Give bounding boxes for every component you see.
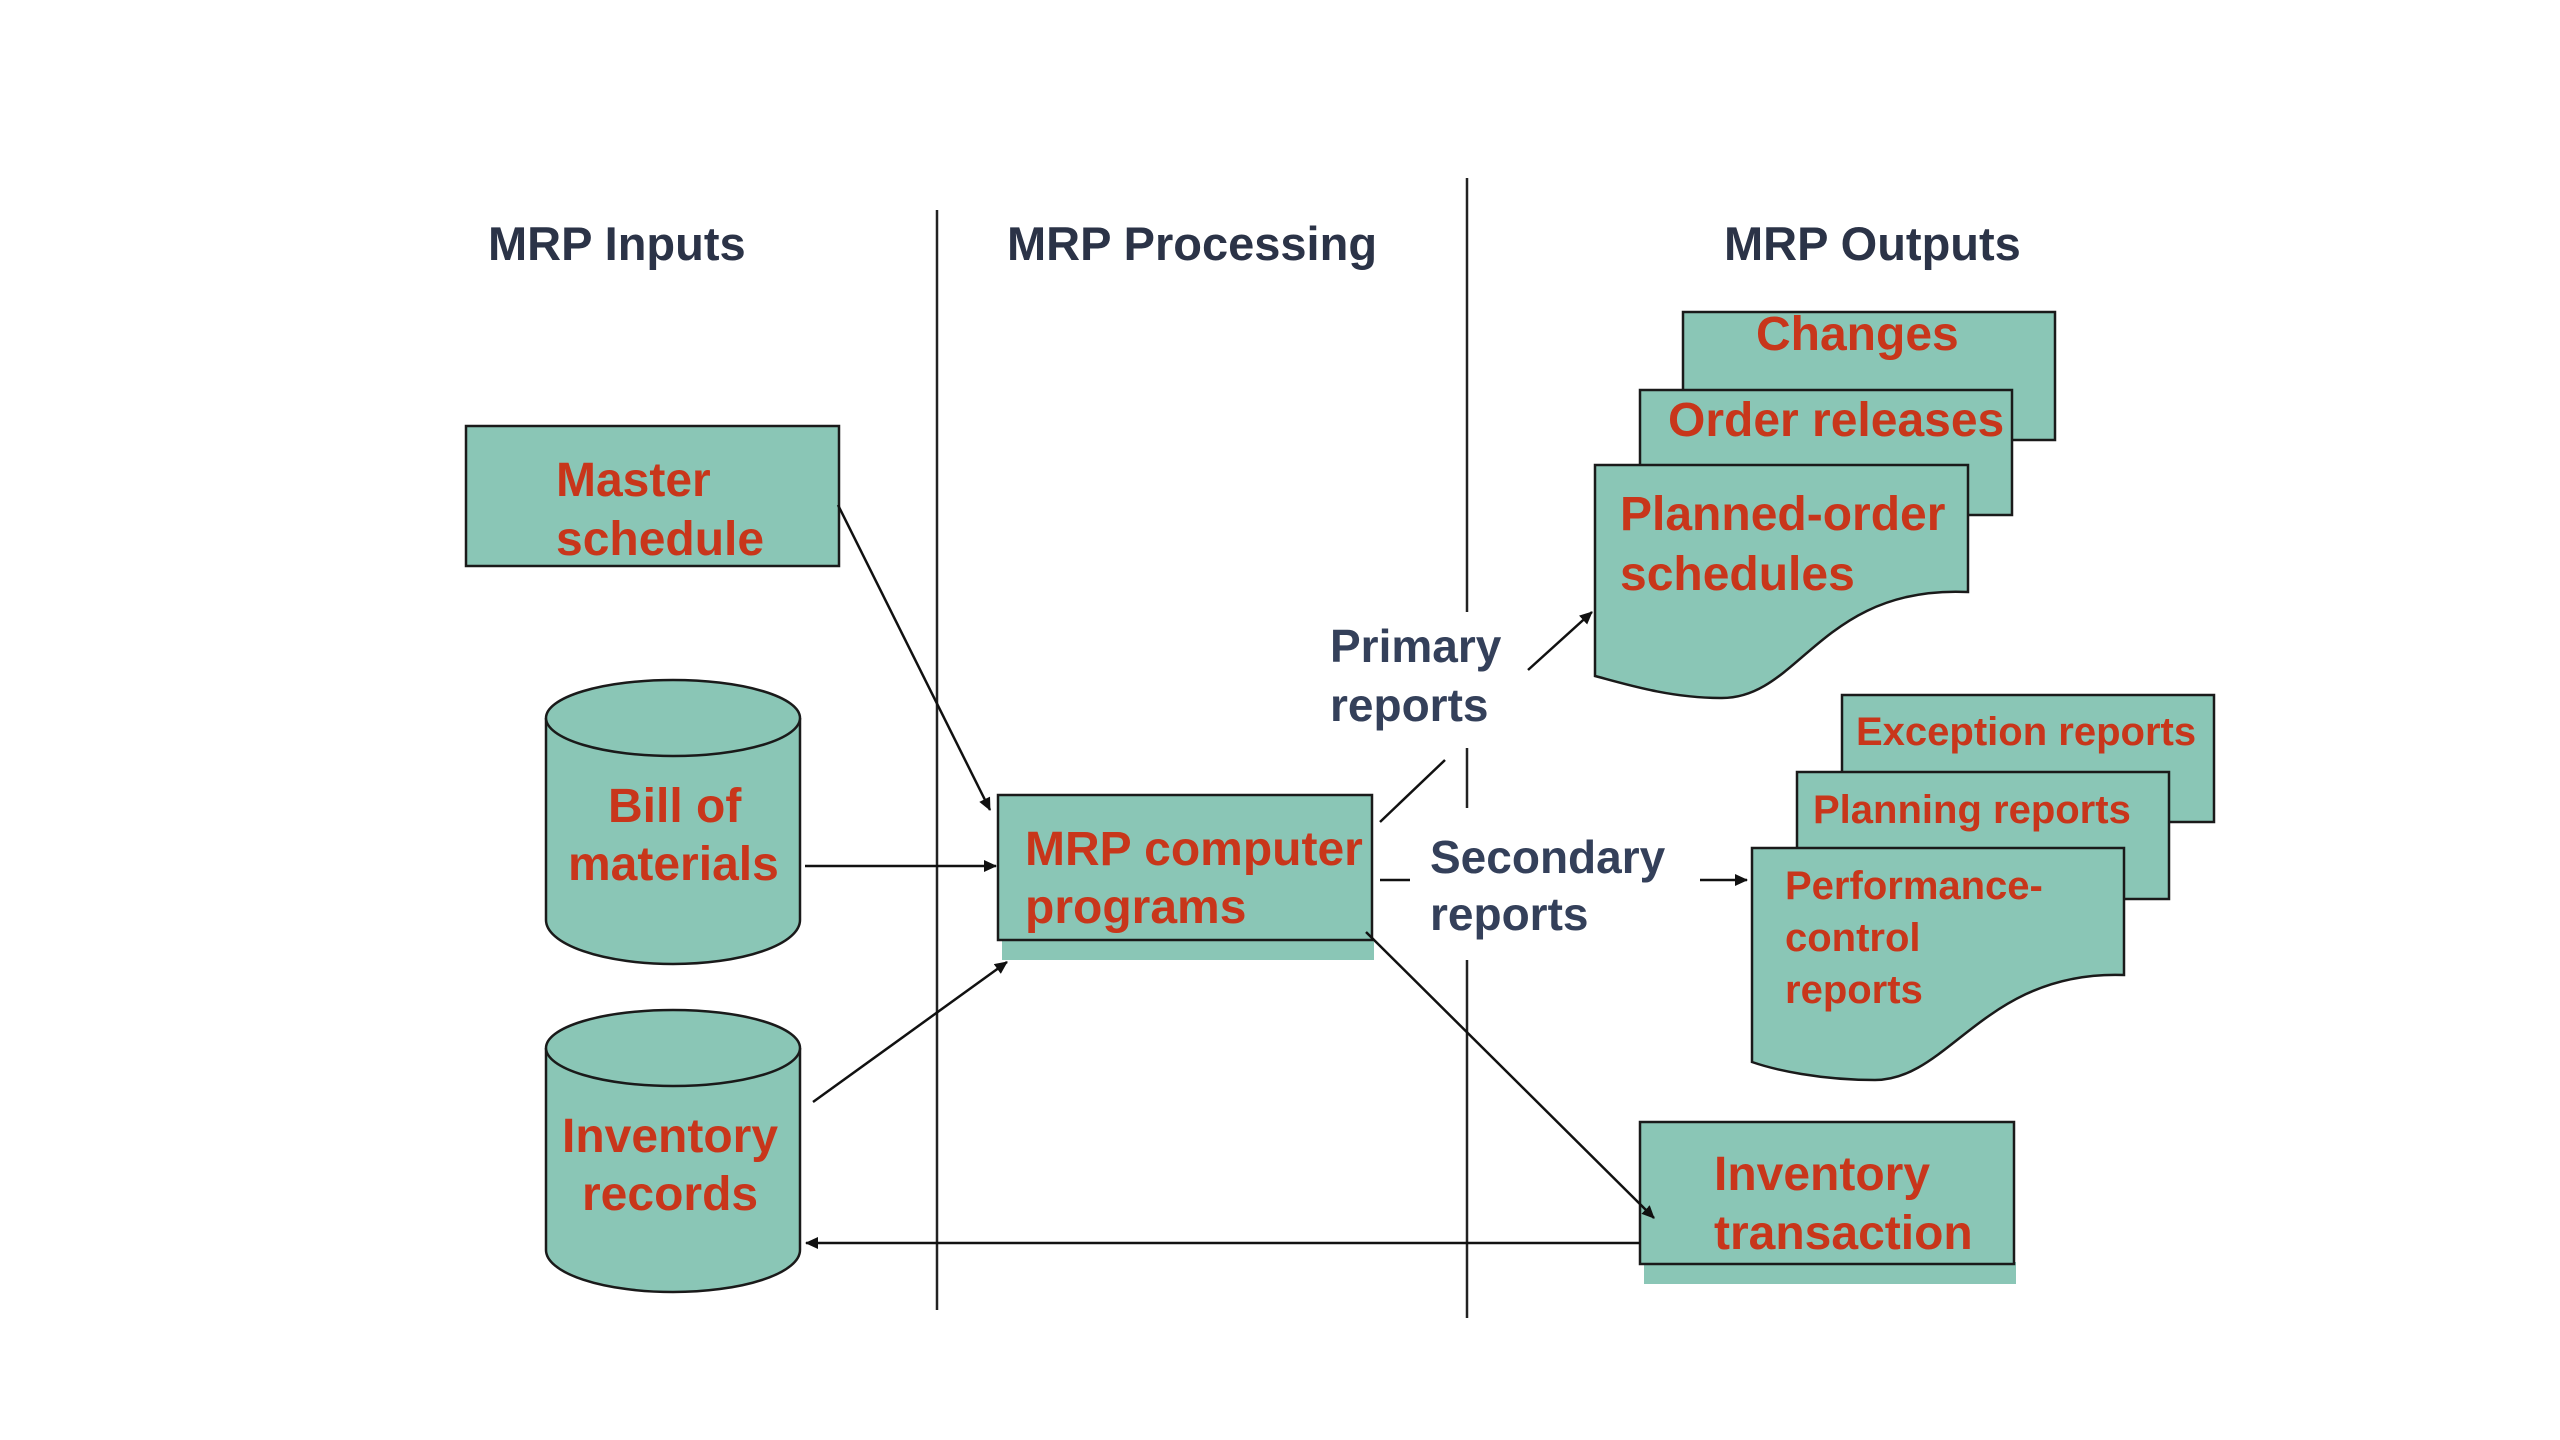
planned-order-line-2: schedules	[1620, 548, 1855, 601]
inventory-transaction-line-2: transaction	[1714, 1207, 1973, 1260]
connector-programs-to-primary	[1379, 759, 1446, 823]
primary-reports-line-2: reports	[1330, 679, 1488, 731]
changes-label: Changes	[1756, 308, 1959, 361]
performance-control-line-3: reports	[1785, 968, 1923, 1012]
order-releases-label: Order releases	[1668, 394, 2004, 447]
inventory-transaction-box: Inventory transaction	[1638, 1120, 2016, 1284]
bill-of-materials-line-2: materials	[568, 838, 779, 891]
arrow-primary-to-documents	[1527, 611, 1593, 671]
mrp-computer-programs-box: MRP computer programs	[996, 793, 1374, 960]
mrp-programs-line-2: programs	[1025, 881, 1246, 934]
performance-control-line-1: Performance-	[1785, 864, 2043, 908]
master-schedule-line-1: Master	[556, 454, 711, 507]
planned-order-line-1: Planned-order	[1620, 488, 1945, 541]
inventory-records-cylinder: Inventory records	[544, 1008, 802, 1294]
secondary-reports-line-1: Secondary	[1430, 831, 1666, 883]
mrp-programs-line-1: MRP computer	[1025, 823, 1363, 876]
performance-control-line-2: control	[1785, 916, 1921, 960]
secondary-reports-line-2: reports	[1430, 888, 1588, 940]
master-schedule-line-2: schedule	[556, 513, 764, 566]
performance-control-reports-document: Performance- control reports	[1750, 846, 2126, 1082]
exception-reports-label: Exception reports	[1856, 710, 2196, 754]
master-schedule-box: Master schedule	[464, 424, 841, 568]
arrow-master-to-programs	[836, 504, 992, 811]
bill-of-materials-cylinder: Bill of materials	[544, 678, 802, 966]
bill-of-materials-line-1: Bill of	[608, 780, 742, 833]
planned-order-schedules-document: Planned-order schedules	[1593, 463, 1970, 700]
arrow-inventory-to-programs	[812, 960, 1008, 1104]
header-outputs: MRP Outputs	[1724, 217, 2021, 270]
inventory-transaction-line-1: Inventory	[1714, 1148, 1930, 1201]
planning-reports-label: Planning reports	[1813, 788, 2131, 832]
primary-reports-line-1: Primary	[1330, 620, 1502, 672]
header-inputs: MRP Inputs	[488, 217, 746, 270]
arrow-programs-to-transaction	[1365, 931, 1655, 1219]
inventory-records-line-2: records	[582, 1168, 758, 1221]
inventory-records-line-1: Inventory	[562, 1110, 778, 1163]
header-processing: MRP Processing	[1007, 217, 1377, 270]
